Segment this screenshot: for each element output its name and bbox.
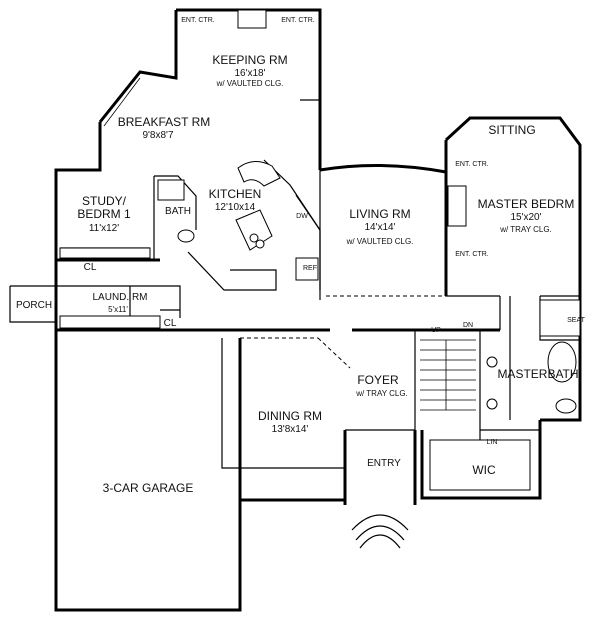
master-bedroom-note: w/ TRAY CLG. xyxy=(499,225,552,234)
living-room-dim: 14'x14' xyxy=(364,222,395,233)
keeping-room-dim: 16'x18' xyxy=(234,68,265,79)
fridge-label: REF xyxy=(303,265,317,272)
master-bedroom-name: MASTER BEDRM xyxy=(478,197,575,211)
exterior-walls xyxy=(9,8,582,612)
living-room-name: LIVING RM xyxy=(349,207,410,221)
bath-label: BATH xyxy=(165,206,191,217)
study-closet-label: CL xyxy=(84,262,97,273)
room-labels: ENT. CTR. ENT. CTR. KEEPING RM 16'x18' w… xyxy=(16,17,586,495)
linen-label: LIN xyxy=(487,439,498,446)
study-name-1: STUDY/ xyxy=(82,194,127,208)
laundry-closet-label: CL xyxy=(164,318,177,329)
dining-room-name: DINING RM xyxy=(258,409,322,423)
kitchen-dim: 12'10x14 xyxy=(215,202,256,213)
study-name-2: BEDRM 1 xyxy=(77,207,131,221)
wic-label: WIC xyxy=(472,463,496,477)
interior-walls xyxy=(54,99,580,469)
fixtures xyxy=(59,9,581,549)
living-room-note: w/ VAULTED CLG. xyxy=(346,237,414,246)
kitchen-name: KITCHEN xyxy=(209,187,262,201)
stairs-up-label: UP xyxy=(431,327,441,334)
ent-ctr-label-left: ENT. CTR. xyxy=(181,17,215,24)
porch-label: PORCH xyxy=(16,300,52,311)
laundry-name: LAUND. RM xyxy=(92,292,147,303)
dishwasher-label: DW xyxy=(296,213,308,220)
master-bedroom-dim: 15'x20' xyxy=(510,212,541,223)
study-dim: 11'x12' xyxy=(89,223,119,234)
keeping-room-note: w/ VAULTED CLG. xyxy=(216,79,284,88)
laundry-dim: 5'x11' xyxy=(108,305,128,314)
ent-ctr-label-right: ENT. CTR. xyxy=(281,17,315,24)
seat-label: SEAT xyxy=(567,317,585,324)
sitting-label: SITTING xyxy=(488,123,535,137)
breakfast-room-dim: 9'8x8'7 xyxy=(142,130,174,141)
garage-label: 3-CAR GARAGE xyxy=(103,481,194,495)
breakfast-room-name: BREAKFAST RM xyxy=(118,115,210,129)
foyer-name: FOYER xyxy=(357,373,399,387)
master-ent-ctr-bottom: ENT. CTR. xyxy=(455,251,489,258)
masterbath-label: MASTERBATH xyxy=(497,367,578,381)
entry-label: ENTRY xyxy=(367,458,401,469)
dining-room-dim: 13'8x14' xyxy=(272,424,309,435)
master-ent-ctr-top: ENT. CTR. xyxy=(455,161,489,168)
keeping-room-name: KEEPING RM xyxy=(212,53,287,67)
foyer-note: w/ TRAY CLG. xyxy=(355,389,408,398)
stairs-down-label: DN xyxy=(463,322,473,329)
